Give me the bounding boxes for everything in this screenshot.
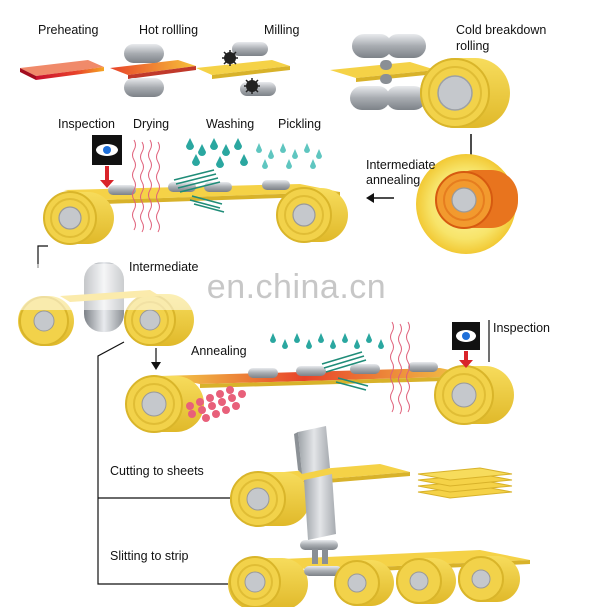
label-inspection-2: Inspection <box>493 321 550 335</box>
label-milling: Milling <box>264 23 300 37</box>
pickling-spray <box>256 143 322 169</box>
label-cold-breakdown-2: rolling <box>456 39 490 53</box>
line4-drying-waves <box>390 321 410 415</box>
label-intermediate-annealing-2: annealing <box>366 173 421 187</box>
intermediate-annealing-coil <box>416 134 518 254</box>
annealing-arrow <box>151 362 161 370</box>
cold-breakdown-mill <box>330 34 510 128</box>
cutting-coil <box>230 471 310 527</box>
inspection-eye-icon-2 <box>452 320 490 368</box>
label-annealing: Annealing <box>191 344 247 358</box>
arrow-to-line-2 <box>366 193 394 203</box>
watermark-text: en.china.cn <box>206 268 387 306</box>
hot-rolling-mill <box>110 44 196 97</box>
label-intermediate-partial: Intermediate <box>129 260 199 274</box>
shear-blades <box>294 426 336 540</box>
annealing-rollers <box>248 362 438 378</box>
label-washing: Washing <box>206 117 255 131</box>
label-inspection-1: Inspection <box>58 117 115 131</box>
label-cutting-to-sheets: Cutting to sheets <box>110 464 204 478</box>
watermark-band <box>0 264 593 310</box>
slitting-source-coil <box>228 556 308 607</box>
label-intermediate-annealing-1: Intermediate <box>366 158 436 172</box>
milling-stage <box>196 42 290 96</box>
label-hot-rolling: Hot rollling <box>139 23 199 37</box>
line2-brushes <box>173 169 225 213</box>
line2-left-coil <box>43 191 114 245</box>
annealing-left-coil <box>125 375 204 433</box>
slitter-knives <box>300 540 342 576</box>
annealing-heat-dots <box>186 386 246 422</box>
line2-right-coil <box>276 187 348 243</box>
cut-sheets-stack <box>417 467 513 499</box>
left-bracket-line <box>37 245 48 268</box>
preheating-slab <box>20 60 104 80</box>
label-drying: Drying <box>133 117 170 131</box>
label-preheating: Preheating <box>38 23 99 37</box>
label-pickling: Pickling <box>278 117 322 131</box>
line4-spray <box>270 333 384 349</box>
inspection-eye-icon <box>92 135 122 188</box>
drying-waves <box>132 139 160 233</box>
slit-coil-3 <box>458 556 520 602</box>
washing-spray <box>186 138 248 168</box>
slit-coil-2 <box>396 558 456 604</box>
branch-lines <box>97 341 232 585</box>
label-slitting-to-strip: Slitting to strip <box>110 549 189 563</box>
line4-brushes <box>321 351 369 391</box>
annealing-right-coil <box>434 365 514 425</box>
label-cold-breakdown: Cold breakdown <box>456 23 547 37</box>
slit-coil-1 <box>334 560 394 606</box>
